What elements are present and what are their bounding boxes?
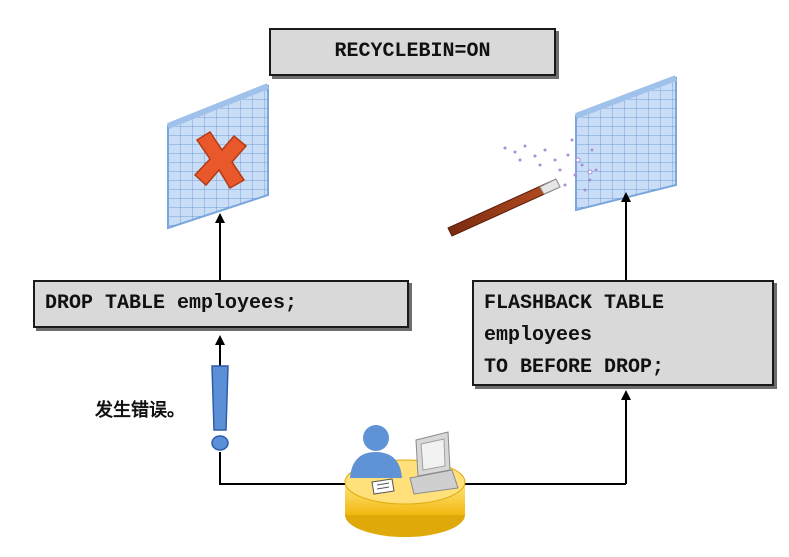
x-mark-icon xyxy=(193,130,248,190)
flashback-line-2: employees xyxy=(484,324,593,347)
magic-wand-icon xyxy=(447,178,561,237)
drop-table-statement-text: DROP TABLE employees; xyxy=(45,292,298,315)
drop-table-statement-box: DROP TABLE employees; xyxy=(33,280,409,328)
flashback-table-statement-box: FLASHBACK TABLE employees TO BEFORE DROP… xyxy=(472,280,774,386)
connectors xyxy=(215,192,631,485)
dropped-table-icon xyxy=(166,83,270,230)
recyclebin-setting-text: RECYCLEBIN=ON xyxy=(334,40,491,63)
restored-table-icon xyxy=(574,75,678,212)
flashback-line-1: FLASHBACK TABLE xyxy=(484,292,665,315)
user-workstation-icon xyxy=(344,425,466,537)
sparkles-icon xyxy=(503,138,598,192)
flashback-line-3: TO BEFORE DROP; xyxy=(484,356,665,379)
recyclebin-setting-box: RECYCLEBIN=ON xyxy=(269,28,556,76)
exclamation-icon xyxy=(211,365,229,451)
error-occurred-label: 发生错误。 xyxy=(95,400,185,421)
